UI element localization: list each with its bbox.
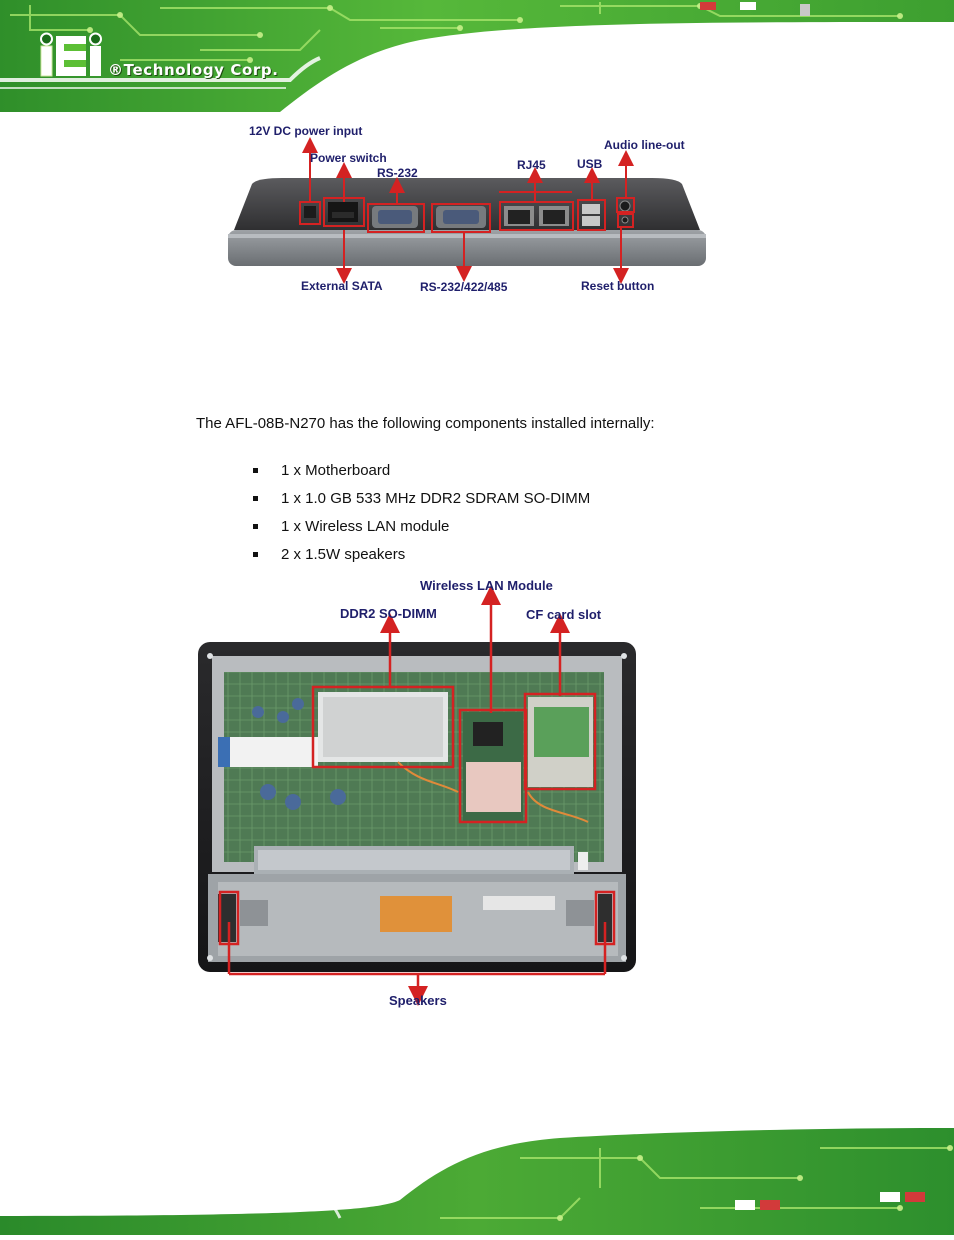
bullet-marker bbox=[253, 524, 258, 529]
label-ddr2-so-dimm: DDR2 SO-DIMM bbox=[340, 606, 437, 621]
rear-panel-image bbox=[222, 176, 712, 272]
label-external-sata: External SATA bbox=[301, 279, 383, 293]
list-item: 1 x Wireless LAN module bbox=[281, 518, 450, 535]
label-12v-dc-power-input: 12V DC power input bbox=[249, 124, 363, 138]
list-item: 1 x 1.0 GB 533 MHz DDR2 SDRAM SO-DIMM bbox=[281, 490, 591, 507]
label-speakers: Speakers bbox=[389, 993, 447, 1008]
label-power-switch: Power switch bbox=[310, 151, 387, 165]
list-item: 1 x Motherboard bbox=[281, 462, 391, 479]
iei-logo-graphic bbox=[40, 32, 102, 77]
iei-logo bbox=[38, 32, 108, 78]
label-rs232-422-485: RS-232/422/485 bbox=[420, 280, 508, 294]
rear-panel-graphic bbox=[228, 178, 706, 266]
circuit-board-footer-graphic bbox=[0, 1128, 954, 1235]
company-name: ®Technology Corp. bbox=[108, 61, 279, 79]
internal-components-graphic bbox=[198, 642, 636, 972]
label-cf-card-slot: CF card slot bbox=[526, 607, 602, 622]
header-banner bbox=[0, 0, 954, 115]
bullet-marker bbox=[253, 468, 258, 473]
bullet-marker bbox=[253, 496, 258, 501]
label-wireless-lan-module: Wireless LAN Module bbox=[420, 578, 553, 593]
internal-components-image bbox=[198, 642, 636, 972]
label-reset-button: Reset button bbox=[581, 279, 655, 293]
label-rj45: RJ45 bbox=[517, 158, 546, 172]
circuit-board-header-graphic bbox=[0, 0, 954, 112]
bottom-figure-arrows bbox=[227, 585, 607, 1006]
label-audio-line-out: Audio line-out bbox=[604, 138, 685, 152]
footer-banner bbox=[0, 1128, 954, 1235]
intro-paragraph: The AFL-08B-N270 has the following compo… bbox=[196, 415, 655, 432]
list-item: 2 x 1.5W speakers bbox=[281, 546, 406, 563]
label-rs232: RS-232 bbox=[377, 166, 418, 180]
bullet-marker bbox=[253, 552, 258, 557]
label-usb: USB bbox=[577, 157, 603, 171]
top-figure-arrows bbox=[302, 137, 634, 284]
